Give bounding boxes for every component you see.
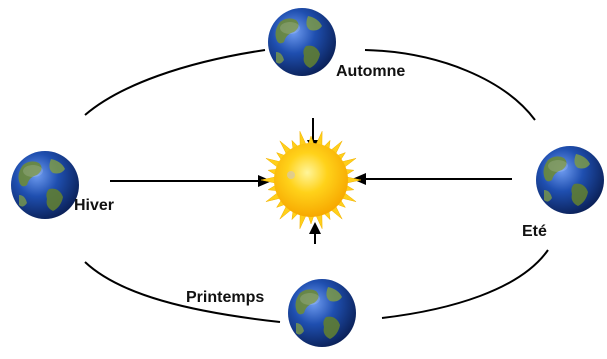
season-label-automne: Automne xyxy=(336,63,406,80)
earth-globe-icon-printemps xyxy=(288,279,356,347)
arrow-from-ete xyxy=(352,173,512,185)
earth-globe-icon-hiver xyxy=(11,151,79,219)
season-label-ete: Eté xyxy=(522,223,547,240)
earth-globe-icon-ete xyxy=(536,146,604,214)
earth-globe-icon-automne xyxy=(268,8,336,76)
arrow-from-printemps xyxy=(309,222,321,244)
season-label-printemps: Printemps xyxy=(186,289,265,306)
orbit-arc-top-right xyxy=(364,49,536,121)
orbit-arc-bottom-right xyxy=(381,249,549,319)
arrow-from-hiver xyxy=(110,175,272,187)
orbit-arc-bottom-left xyxy=(84,261,281,323)
orbit-arc-top-left xyxy=(84,49,266,116)
sun-icon xyxy=(260,131,362,229)
season-label-hiver: Hiver xyxy=(74,197,115,214)
